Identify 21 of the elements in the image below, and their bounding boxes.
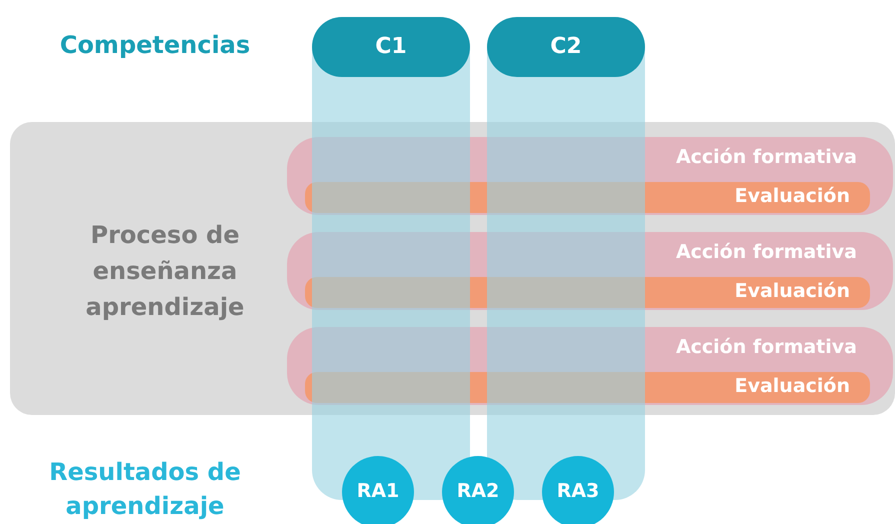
outcome-label: RA2 xyxy=(456,480,500,502)
outcome-label: RA1 xyxy=(356,480,400,502)
training-action-band xyxy=(287,232,893,310)
outcome-label: RA3 xyxy=(556,480,600,502)
band-label: Acción formativa xyxy=(676,336,857,358)
competence-header: C1 xyxy=(312,17,470,77)
band-label: Evaluación xyxy=(734,280,850,302)
evaluation-band xyxy=(305,277,870,308)
band-label: Acción formativa xyxy=(676,146,857,168)
competence-header: C2 xyxy=(487,17,645,77)
band-label: Acción formativa xyxy=(676,241,857,263)
training-action-band xyxy=(287,137,893,215)
training-action-band xyxy=(287,327,893,405)
evaluation-band xyxy=(305,372,870,403)
band-label: Evaluación xyxy=(734,185,850,207)
process-band xyxy=(10,122,895,415)
band-label: Evaluación xyxy=(734,375,850,397)
band-title: Proceso de enseñanza aprendizaje xyxy=(84,220,246,323)
side-heading: Resultados de aprendizaje xyxy=(48,457,242,522)
side-heading: Competencias xyxy=(58,30,252,61)
evaluation-band xyxy=(305,182,870,213)
